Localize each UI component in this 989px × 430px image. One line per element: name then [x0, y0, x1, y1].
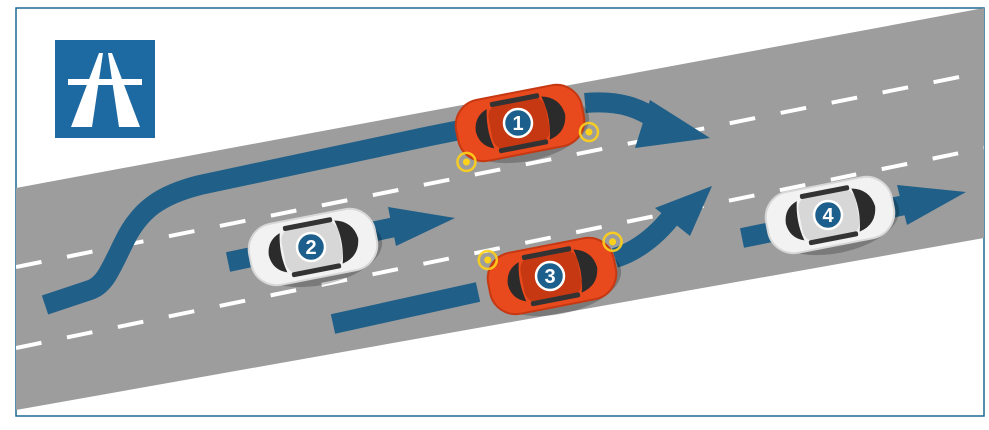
arrow-car-1-return-head [635, 100, 710, 148]
badge-circle [534, 260, 566, 292]
car-4: 4 [764, 175, 900, 256]
indicator-light [456, 151, 477, 173]
cars: 1 2 3 4 [247, 83, 900, 317]
car-windscreen [541, 96, 566, 140]
indicator-light [609, 238, 617, 246]
car-number: 1 [512, 113, 523, 135]
car-side-window [530, 292, 581, 307]
car-windscreen [851, 188, 876, 232]
car-number: 2 [305, 237, 316, 259]
indicator-light [477, 249, 499, 271]
lane-marking [16, 70, 984, 269]
car-number-badge: 3 [534, 260, 566, 292]
car-side-window [489, 93, 540, 108]
arrow-car-4-head [897, 185, 966, 225]
car-side-window [808, 231, 859, 246]
car-windscreen [334, 220, 359, 264]
car-rear-window [785, 201, 805, 241]
lane-marking [16, 146, 984, 350]
car-2: 2 [247, 207, 383, 288]
motorway-road [16, 8, 984, 410]
car-number: 3 [544, 266, 555, 288]
indicator-light [462, 158, 470, 166]
indicator-light [585, 128, 593, 136]
car-number-badge: 4 [812, 199, 844, 231]
car-3: 3 [477, 231, 623, 317]
arrow-car-3-approach [330, 282, 481, 334]
arrow-car-1-path [41, 118, 472, 315]
motorway-sign-icon [55, 40, 155, 138]
car-side-window [282, 217, 333, 232]
indicator-light [578, 121, 600, 143]
badge-circle [502, 107, 534, 139]
car-side-window [498, 139, 549, 154]
indicator-light [602, 231, 623, 253]
car-number: 4 [822, 205, 834, 227]
car-rear-window [507, 262, 527, 302]
arrow-car-3-return-head [655, 186, 712, 236]
car-1: 1 [454, 83, 600, 173]
car-rear-window [268, 233, 288, 273]
car-number-badge: 1 [502, 107, 534, 139]
arrow-car-2-head [388, 207, 455, 246]
car-rear-window [475, 109, 495, 149]
car-number-badge: 2 [295, 231, 327, 263]
indicator-light [484, 256, 492, 264]
car-side-window [799, 185, 850, 200]
badge-circle [812, 199, 844, 231]
car-windscreen [573, 249, 598, 293]
badge-circle [295, 231, 327, 263]
car-side-window [291, 263, 342, 278]
car-side-window [521, 246, 572, 261]
